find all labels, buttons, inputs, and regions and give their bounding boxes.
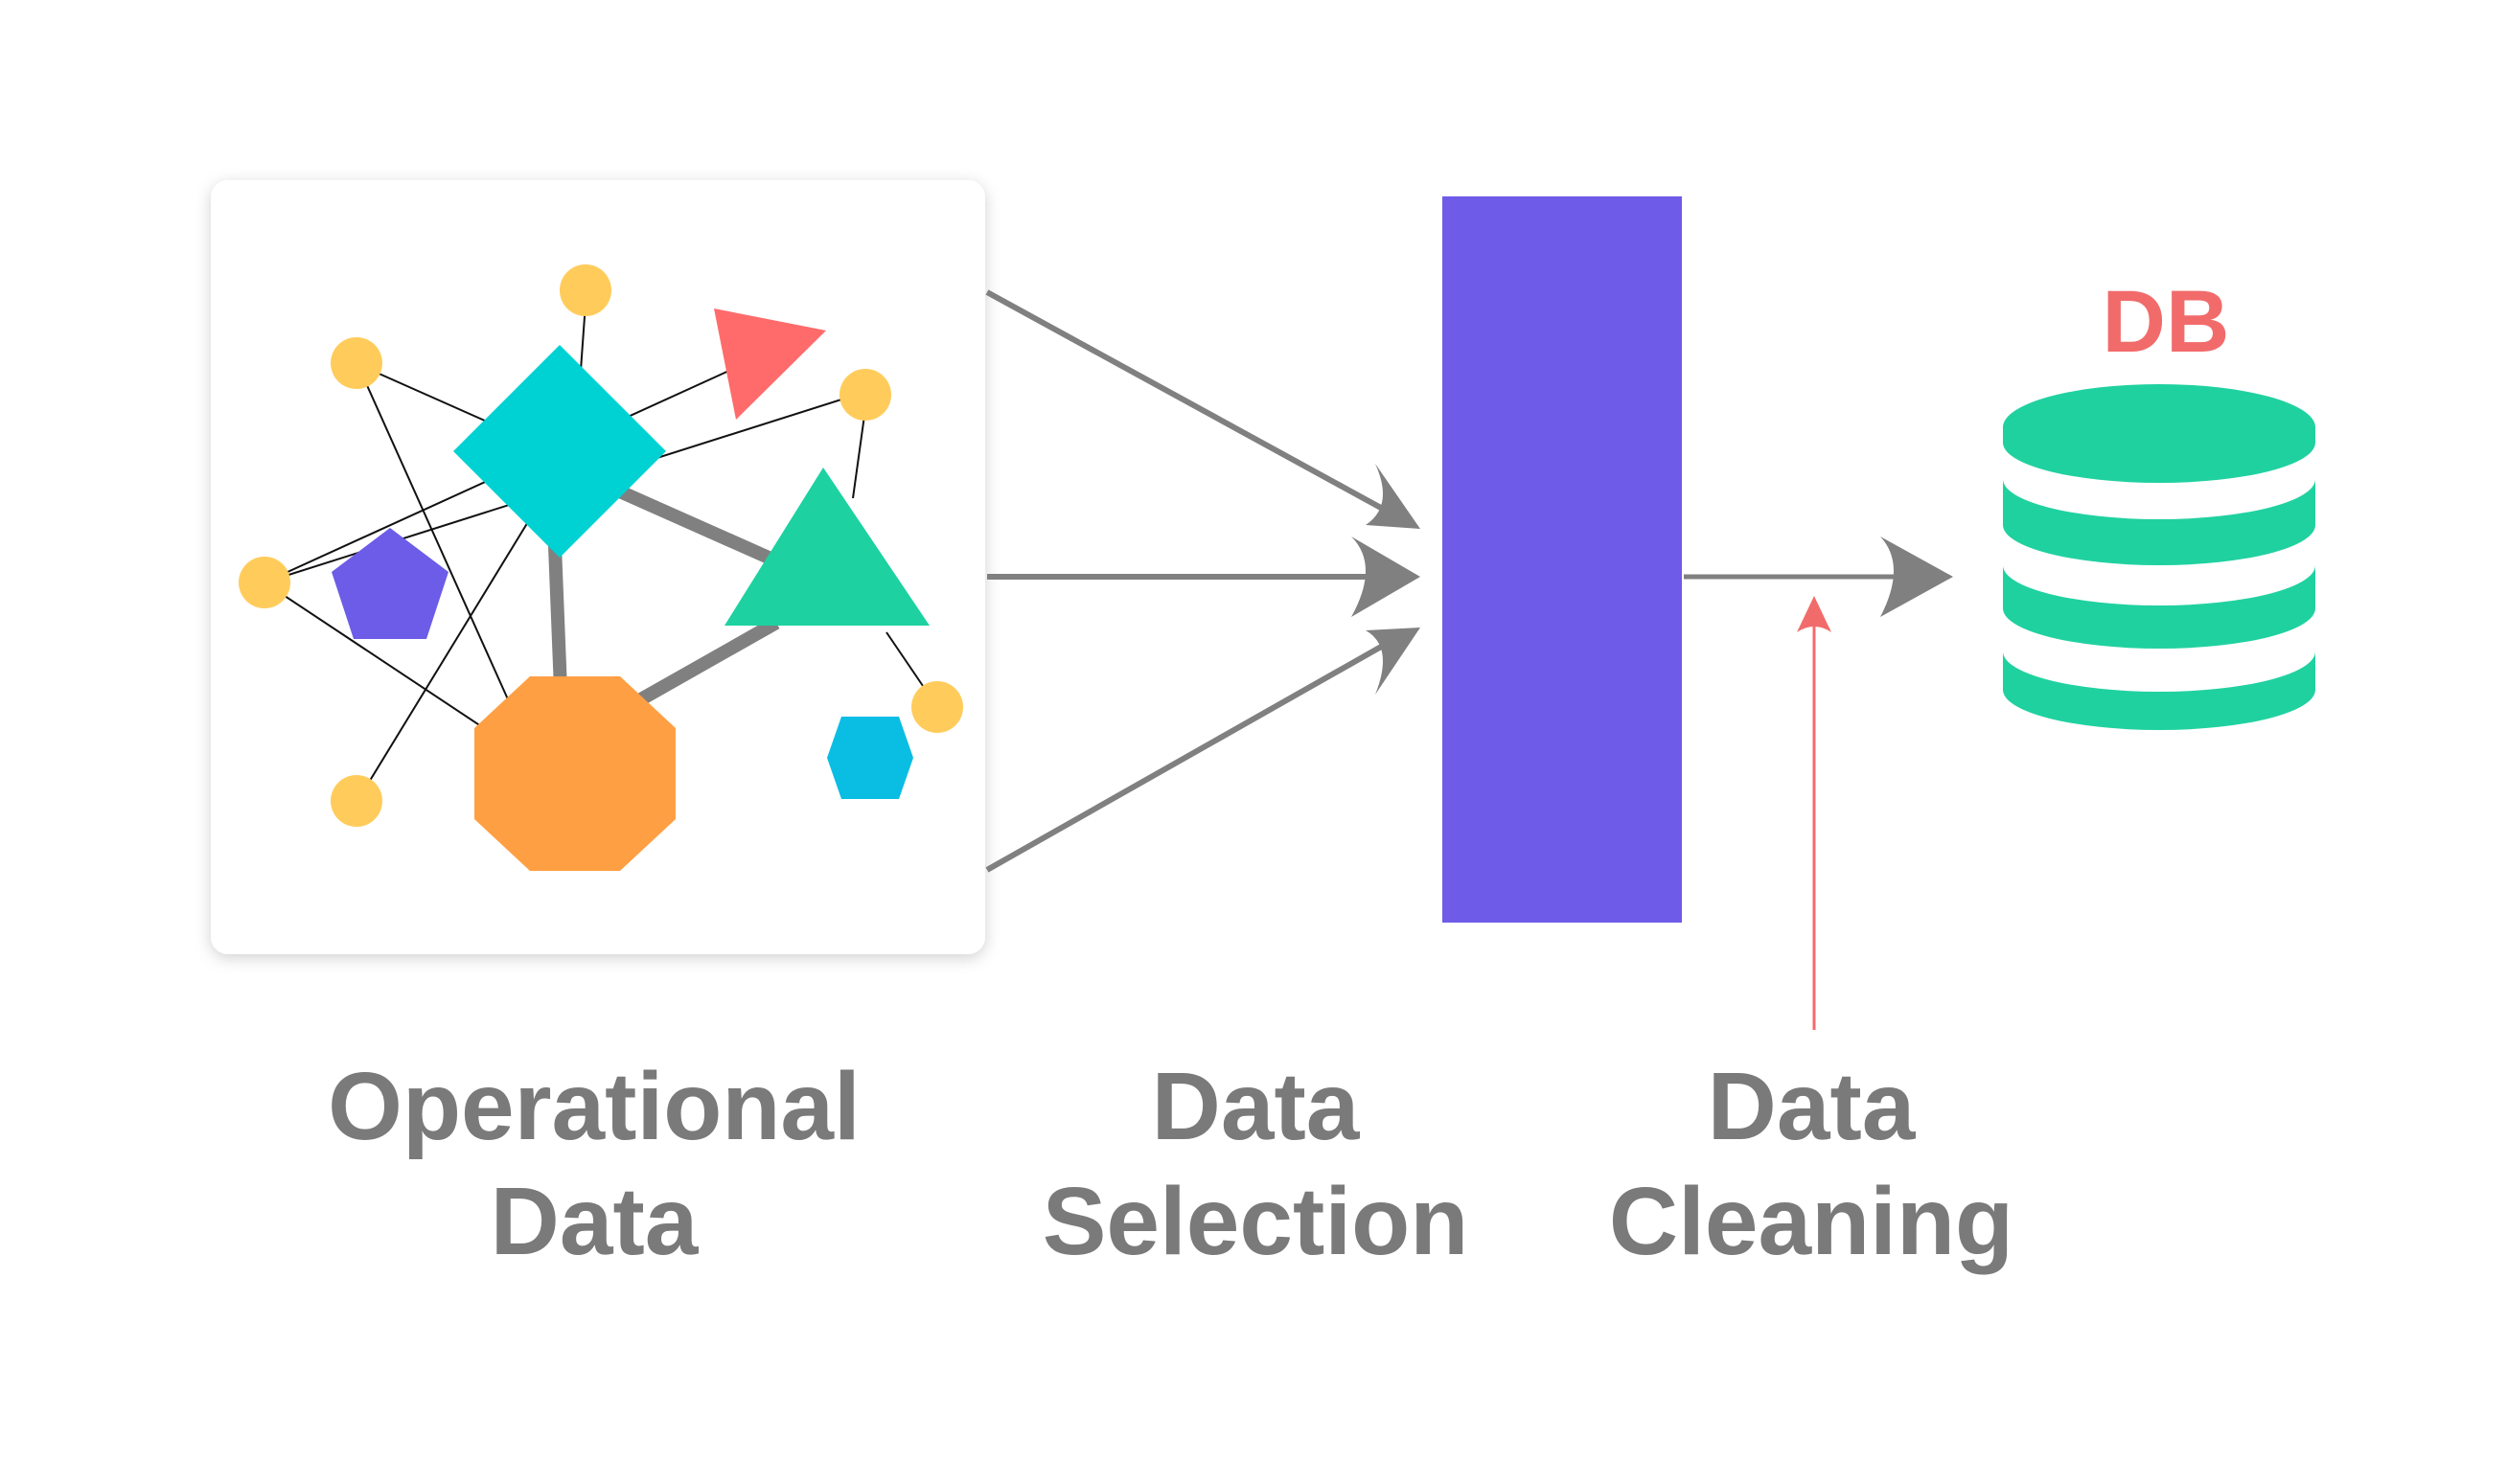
data-cleaning-label-line1: Data xyxy=(1707,1053,1916,1160)
octagon-node xyxy=(474,676,676,871)
node-dot xyxy=(331,337,382,389)
cleaning-arrow xyxy=(1797,596,1831,1030)
node-dot xyxy=(911,681,963,733)
hexagon-node-shape xyxy=(827,717,913,799)
pentagon-node xyxy=(332,528,448,639)
operational-data-card xyxy=(211,180,985,954)
node-dot xyxy=(331,775,382,827)
red-triangle-node xyxy=(714,308,826,420)
arrow-top xyxy=(985,289,1392,515)
node-dot xyxy=(840,369,891,421)
data-cleaning-label-line2: Cleaning xyxy=(1608,1168,2014,1275)
diamond-node xyxy=(453,345,666,558)
data-selection-block xyxy=(1442,196,1682,923)
database-icon xyxy=(2003,384,2315,730)
data-selection-label-line1: Data xyxy=(1151,1053,1360,1160)
network-graph-icon xyxy=(239,264,963,871)
data-cleaning-label: Data Cleaning xyxy=(1533,1049,2089,1279)
arrow-bottom xyxy=(985,639,1392,873)
operational-data-label: Operational Data xyxy=(288,1049,901,1279)
arrowheads xyxy=(1351,464,1420,695)
data-selection-label: Data Selection xyxy=(978,1049,1533,1279)
node-dot xyxy=(560,264,611,316)
operational-data-label-line1: Operational xyxy=(328,1053,861,1160)
selection-arrows xyxy=(985,289,1394,873)
db-label: DB xyxy=(2102,273,2230,371)
operational-data-label-line2: Data xyxy=(490,1168,699,1275)
arrow-to-db xyxy=(1684,537,1953,617)
node-dot xyxy=(239,557,290,608)
data-selection-label-line2: Selection xyxy=(1042,1168,1469,1275)
green-triangle-node xyxy=(724,468,930,626)
